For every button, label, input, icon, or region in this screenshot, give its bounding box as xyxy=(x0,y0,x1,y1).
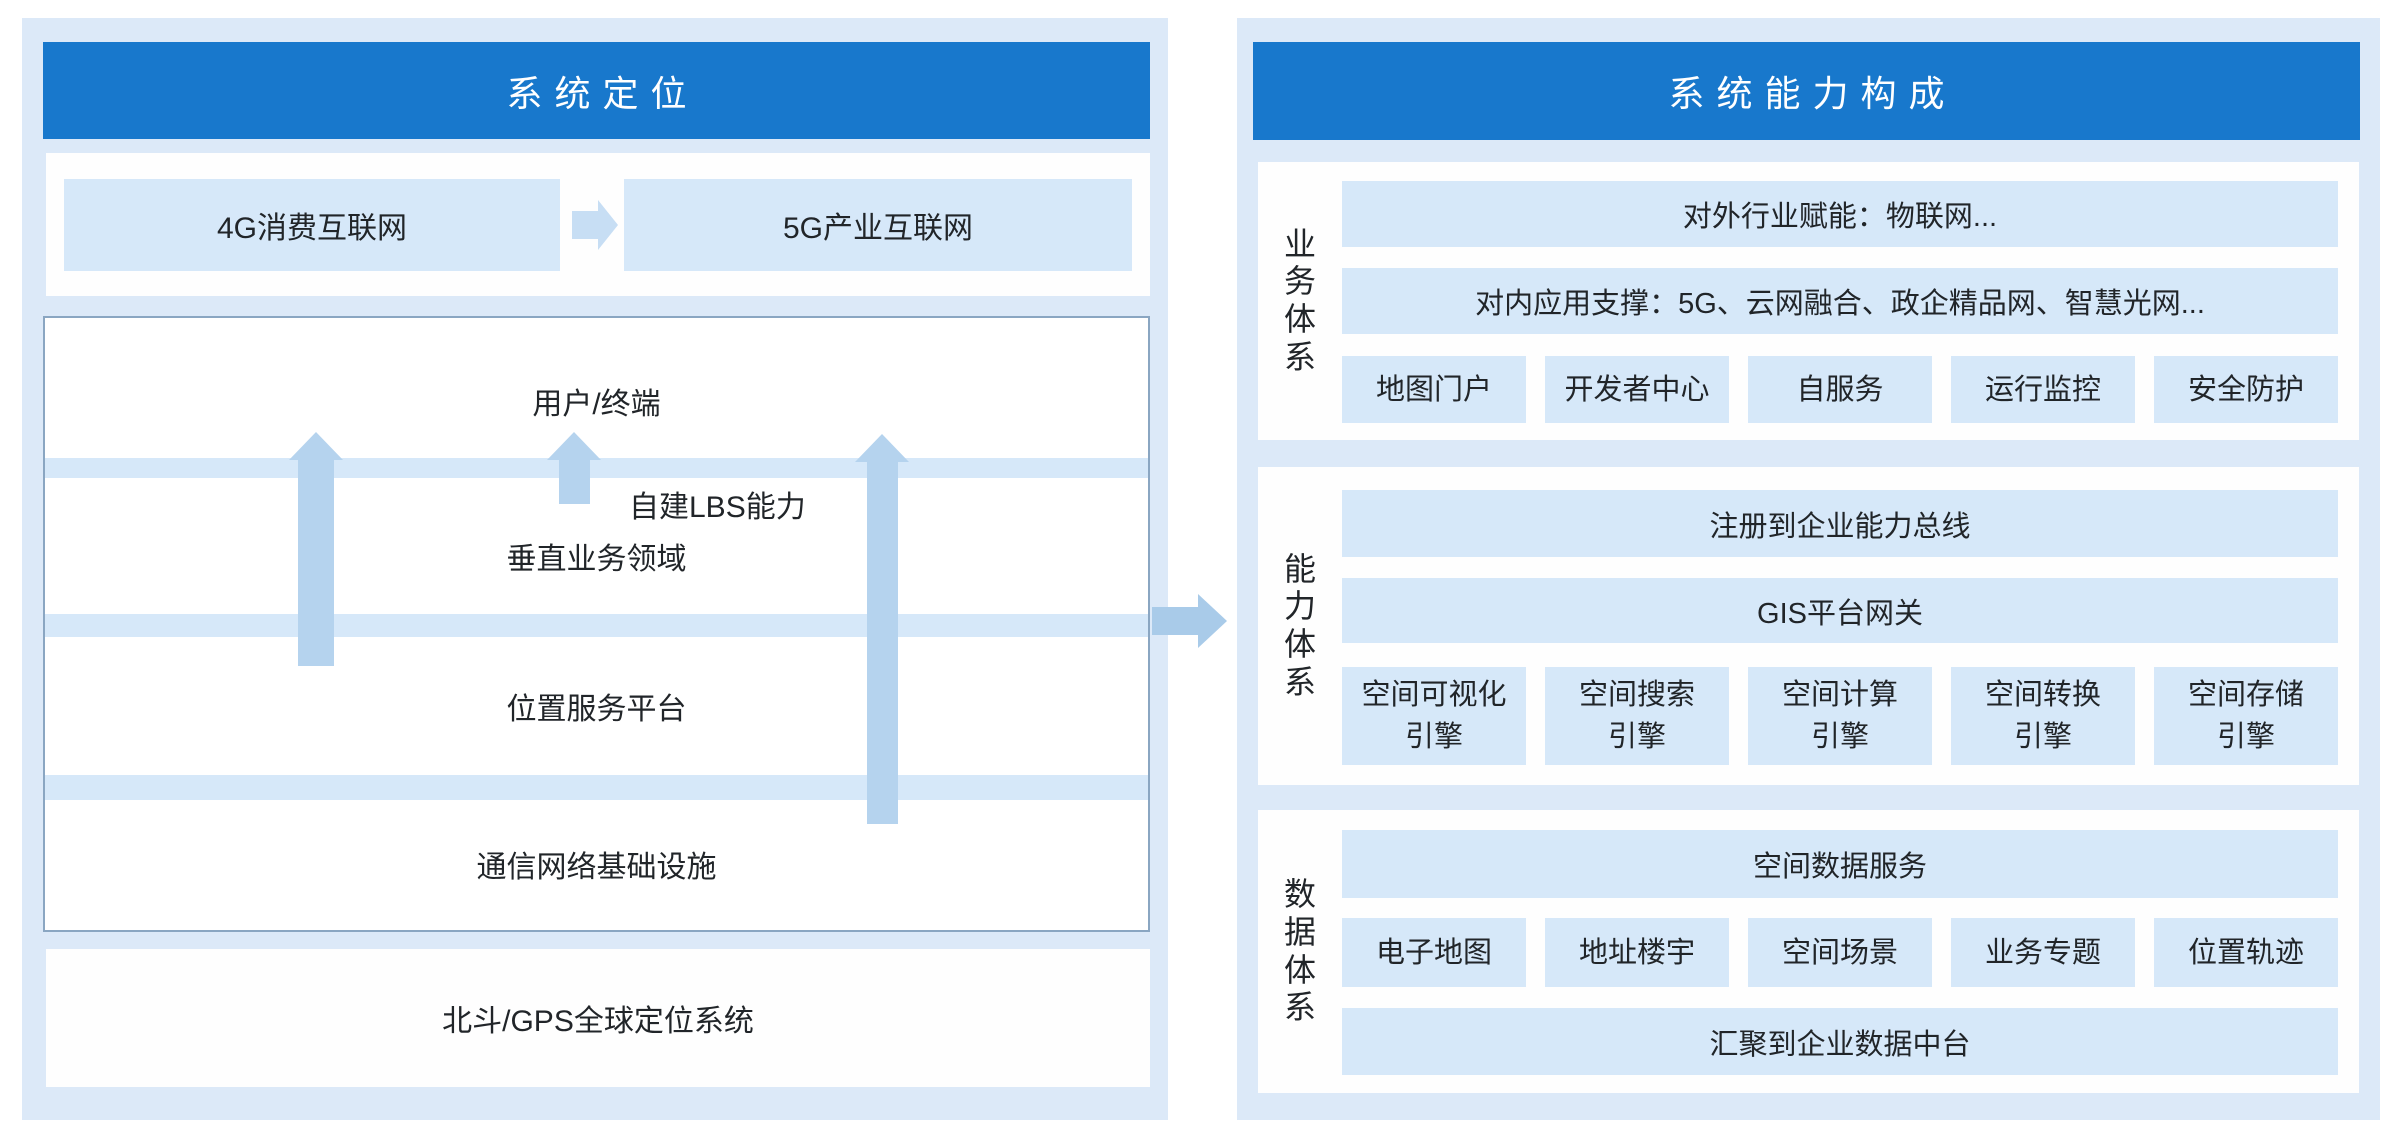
section-label-data: 数据体系 xyxy=(1283,876,1316,1026)
section-label-business: 业务体系 xyxy=(1283,225,1316,375)
up-arrow-icon xyxy=(289,432,343,666)
right-panel-title: 系统能力构成 xyxy=(1668,73,1957,114)
cell-electronic-map: 电子地图 xyxy=(1342,918,1526,987)
section-data-system: 数据体系 空间数据服务 电子地图 地址楼宇 空间场景 业务专题 位置轨迹 汇聚到… xyxy=(1258,810,2359,1093)
up-arrow-icon xyxy=(855,434,909,824)
row-spatial-data-service: 空间数据服务 xyxy=(1342,830,2338,898)
cell-address-building: 地址楼宇 xyxy=(1545,918,1729,987)
layer-stack-box: 用户/终端 自建LBS能力 垂直业务领域 位置服务平台 通信网络基础设施 xyxy=(43,316,1150,932)
row-gis-gateway: GIS平台网关 xyxy=(1342,578,2338,643)
row-external-empowerment: 对外行业赋能：物联网... xyxy=(1342,181,2338,247)
cell-self-service: 自服务 xyxy=(1748,356,1932,423)
evolution-flow-card: 4G消费互联网 5G产业互联网 xyxy=(46,153,1150,296)
cell-spatial-search-engine: 空间搜索 引擎 xyxy=(1545,667,1729,765)
vertical-business-label: 垂直业务领域 xyxy=(506,543,687,576)
panel-connector-arrow-icon xyxy=(1152,593,1227,648)
cell-operation-monitor: 运行监控 xyxy=(1951,356,2135,423)
section-business-system: 业务体系 对外行业赋能：物联网... 对内应用支撑：5G、云网融合、政企精品网、… xyxy=(1258,162,2359,440)
cell-security-protection: 安全防护 xyxy=(2154,356,2338,423)
right-panel-header: 系统能力构成 xyxy=(1253,42,2360,140)
cell-spatial-compute-engine: 空间计算 引擎 xyxy=(1748,667,1932,765)
layer-location-platform: 位置服务平台 xyxy=(506,693,687,726)
right-arrow-icon xyxy=(572,199,618,250)
lbs-capability-label: 自建LBS能力 xyxy=(629,491,806,524)
section-label-capability: 能力体系 xyxy=(1283,550,1316,700)
cell-spatial-transform-engine: 空间转换 引擎 xyxy=(1951,667,2135,765)
layer-divider-band xyxy=(45,775,1148,800)
system-positioning-panel: 系统定位 4G消费互联网 5G产业互联网 用户/终端 自建LBS能力 垂直业务领… xyxy=(22,18,1168,1120)
row-internal-support: 对内应用支撑：5G、云网融合、政企精品网、智慧光网... xyxy=(1342,268,2338,334)
cell-map-portal: 地图门户 xyxy=(1342,356,1526,423)
layer-user-terminal: 用户/终端 xyxy=(532,388,661,421)
flow-box-5g: 5G产业互联网 xyxy=(624,178,1132,271)
cell-spatial-scene: 空间场景 xyxy=(1748,918,1932,987)
row-register-capability-bus: 注册到企业能力总线 xyxy=(1342,490,2338,557)
system-capability-panel: 系统能力构成 业务体系 对外行业赋能：物联网... 对内应用支撑：5G、云网融合… xyxy=(1237,18,2380,1120)
row-enterprise-data-platform: 汇聚到企业数据中台 xyxy=(1342,1008,2338,1075)
cell-spatial-visualization-engine: 空间可视化 引擎 xyxy=(1342,667,1526,765)
section-capability-system: 能力体系 注册到企业能力总线 GIS平台网关 空间可视化 引擎 空间搜索 引擎 … xyxy=(1258,467,2359,785)
flow-box-4g: 4G消费互联网 xyxy=(64,178,560,271)
cell-business-topic: 业务专题 xyxy=(1951,918,2135,987)
left-panel-title: 系统定位 xyxy=(506,72,699,114)
cell-developer-center: 开发者中心 xyxy=(1545,356,1729,423)
left-panel-header: 系统定位 xyxy=(43,42,1150,139)
up-arrow-icon xyxy=(547,432,601,504)
layer-divider-band xyxy=(45,614,1148,637)
layer-network-infra: 通信网络基础设施 xyxy=(476,850,717,884)
layer-vertical-business: 自建LBS能力 垂直业务领域 xyxy=(45,478,1148,614)
cell-location-track: 位置轨迹 xyxy=(2154,918,2338,987)
gps-base-box: 北斗/GPS全球定位系统 xyxy=(46,949,1150,1087)
cell-spatial-storage-engine: 空间存储 引擎 xyxy=(2154,667,2338,765)
